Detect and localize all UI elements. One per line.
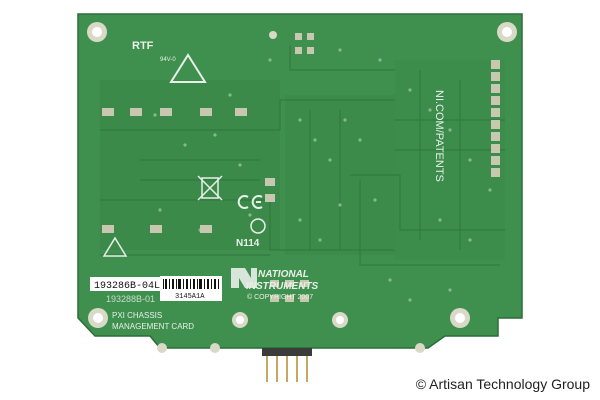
ni-logo: NATIONAL INSTRUMENTS © COPYRIGHT 2007 — [231, 268, 319, 301]
weee-bin-icon — [197, 175, 223, 201]
copyright-text: © COPYRIGHT 2007 — [247, 293, 313, 301]
barcode-sticker: 3145A1A — [160, 276, 222, 301]
caution-icon — [102, 236, 128, 257]
esd-warning-icon — [169, 53, 207, 83]
ce-mark-icon — [237, 195, 263, 209]
part-code: N114 — [236, 238, 260, 249]
patents-text: NI.COM/PATENTS — [433, 90, 445, 182]
right-header-pads — [491, 60, 500, 177]
product-name-line2: MANAGEMENT CARD — [112, 322, 194, 331]
pcb-board: RTF 94V-0 N114 NI.COM/PATENTS 193286B-04… — [77, 13, 523, 353]
silkscreen-rating: 94V-0 — [160, 57, 176, 63]
component-pads — [102, 108, 309, 302]
top-connector-pads — [295, 33, 314, 54]
model-label: 193286B-04L — [94, 281, 160, 292]
watermark-text: © Artisan Technology Group — [415, 376, 590, 392]
connector-pins — [262, 348, 312, 382]
product-name-line1: PXI CHASSIS — [112, 311, 162, 320]
barcode-text: 3145A1A — [175, 293, 205, 301]
silkscreen-rtf: RTF — [132, 40, 154, 52]
model-sticker: 193286B-04L — [90, 277, 160, 292]
brand-line1: NATIONAL — [258, 269, 309, 280]
assembly-code: 193288B-01 — [106, 294, 155, 304]
mounting-holes — [87, 22, 517, 353]
c-tick-icon — [250, 218, 266, 234]
brand-line2: INSTRUMENTS — [246, 281, 319, 292]
